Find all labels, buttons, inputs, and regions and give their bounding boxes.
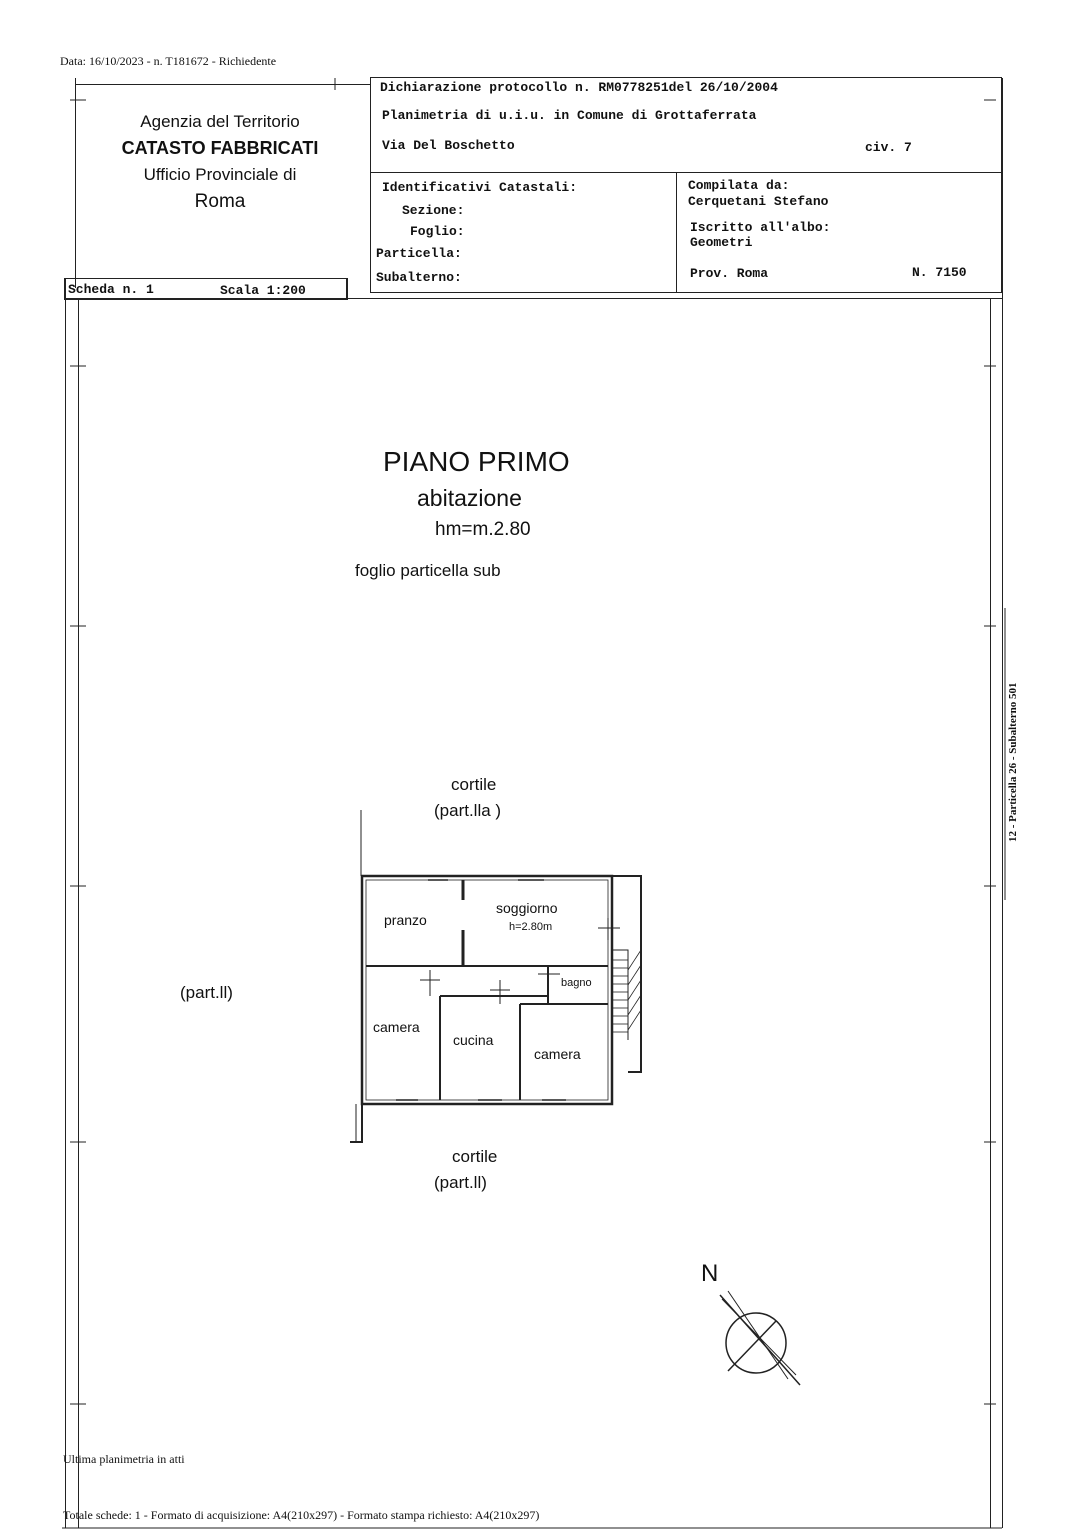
header-vdivider [676,172,677,293]
agency-block: Agenzia del Territorio CATASTO FABBRICAT… [75,112,365,213]
frame-left-upper [75,78,76,288]
sezione-label: Sezione: [402,203,465,218]
room-bagno: bagno [561,977,592,989]
scheda-box [64,278,348,300]
foglio-label: Foglio: [410,224,465,239]
subalterno-label: Subalterno: [376,270,462,285]
header-divider [371,172,1002,173]
frame-right-inner [990,298,991,1528]
cortile-bottom-label: cortile [452,1147,498,1166]
plan-subtitle: abitazione [417,485,522,511]
planimetria-comune: Planimetria di u.i.u. in Comune di Grott… [382,108,757,123]
document-date-note: Data: 16/10/2023 - n. T181672 - Richiede… [60,54,277,68]
side-reference-text: 12 - Particella 26 - Subalterno 501 [1007,682,1019,842]
provincia: Prov. Roma [690,266,769,281]
frame-left [65,278,66,1528]
header-box [370,77,1002,293]
dichiarazione-protocollo: Dichiarazione protocollo n. RM0778251del… [380,80,778,95]
compilata-name: Cerquetani Stefano [688,194,829,209]
room-cucina: cucina [453,1032,494,1048]
frame-top-left [75,84,371,85]
cortile-top-label: cortile [451,775,497,794]
room-pranzo: pranzo [384,912,427,928]
part-left-label: (part.ll) [180,983,233,1002]
indirizzo-civico: civ. 7 [865,140,912,155]
frame-right [1002,78,1003,1528]
compilata-label: Compilata da: [688,178,790,193]
numero-albo: N. 7150 [912,265,967,280]
iscritto-label: Iscritto all'albo: [690,220,831,235]
totale-schede: Totale schede: 1 - Formato di acquisizio… [63,1508,540,1522]
room-camera-1: camera [373,1019,420,1035]
agency-catasto: CATASTO FABBRICATI [121,138,319,158]
agency-name: Agenzia del Territorio [140,112,300,131]
plan-reference: foglio particella sub [355,561,501,580]
scala: Scala 1:200 [220,283,306,298]
frame-below-header [65,298,1003,299]
cortile-top-part: (part.lla ) [434,801,502,820]
frame-left-inner [78,298,79,1528]
plan-height: hm=m.2.80 [435,519,531,540]
room-soggiorno: soggiorno [496,900,558,916]
room-camera-2: camera [534,1046,581,1062]
plan-title: PIANO PRIMO [383,446,570,477]
ultima-planimetria: Ultima planimetria in atti [63,1452,185,1466]
albo-value: Geometri [690,235,753,250]
cortile-bottom-part: (part.ll) [434,1173,487,1192]
identificativi-title: Identificativi Catastali: [382,180,578,195]
room-soggiorno-height: h=2.80m [509,921,553,933]
particella-label: Particella: [376,246,462,261]
indirizzo-via: Via Del Boschetto [382,138,515,153]
agency-office: Ufficio Provinciale di [143,165,297,184]
scheda-number: Scheda n. 1 [68,282,154,297]
agency-city: Roma [194,191,246,212]
north-arrow-icon [719,1290,801,1386]
north-label: N [701,1260,719,1287]
